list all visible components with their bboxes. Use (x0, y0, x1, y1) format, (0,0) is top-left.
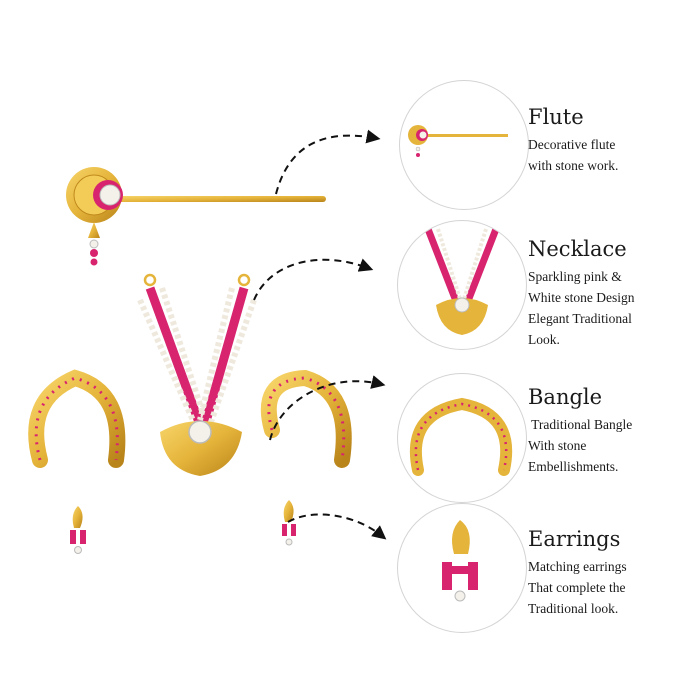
flute-desc-line: Decorative flute (528, 137, 616, 152)
necklace-desc-line: Sparkling pink & (528, 269, 622, 284)
bangle-desc-line: Embellishments. (528, 459, 619, 474)
necklace-desc-line: White stone Design (528, 290, 635, 305)
bangle-detail-image (409, 397, 513, 476)
earrings-title: Earrings (528, 527, 621, 551)
earrings-arrow (287, 513, 387, 540)
flute-item (66, 167, 326, 266)
necklace-item (137, 273, 257, 476)
necklace-label: Necklace Sparkling pink & White stone De… (528, 236, 696, 350)
necklace-detail-image (424, 227, 500, 335)
bangle-arrow (269, 375, 386, 441)
earrings-description: Matching earrings That complete the Trad… (528, 556, 696, 619)
earrings-detail-image (442, 520, 478, 602)
bangle-left-item (28, 369, 126, 468)
flute-detail-image (408, 125, 508, 157)
bangle-desc-line: Traditional Bangle (528, 417, 633, 432)
necklace-detail-circle (397, 220, 527, 350)
earrings-detail-circle (397, 503, 527, 633)
flute-description: Decorative flute with stone work. (528, 134, 696, 176)
flute-flower-ornament (66, 167, 123, 266)
earrings-label: Earrings Matching earrings That complete… (528, 526, 696, 619)
bangle-right-item (260, 369, 352, 468)
flute-label: Flute Decorative flute with stone work. (528, 104, 696, 176)
bangle-desc-line: With stone (528, 438, 587, 453)
earrings-desc-line: Traditional look. (528, 601, 619, 616)
necklace-arrow (253, 258, 374, 301)
bangle-detail-circle (397, 373, 527, 503)
necklace-desc-line: Elegant Traditional (528, 311, 632, 326)
bangle-description: Traditional Bangle With stone Embellishm… (528, 414, 696, 477)
necklace-description: Sparkling pink & White stone Design Eleg… (528, 266, 696, 350)
flute-rod (108, 196, 326, 202)
earring-right-item (282, 500, 296, 546)
earrings-desc-line: That complete the (528, 580, 626, 595)
necklace-desc-line: Look. (528, 332, 560, 347)
bangle-title: Bangle (528, 385, 603, 409)
flute-title: Flute (528, 105, 584, 129)
earring-left-item (70, 506, 86, 554)
flute-detail-circle (399, 80, 529, 210)
bangle-label: Bangle Traditional Bangle With stone Emb… (528, 384, 696, 477)
flute-arrow (275, 129, 381, 195)
necklace-title: Necklace (528, 237, 627, 261)
flute-desc-line: with stone work. (528, 158, 619, 173)
earrings-desc-line: Matching earrings (528, 559, 627, 574)
